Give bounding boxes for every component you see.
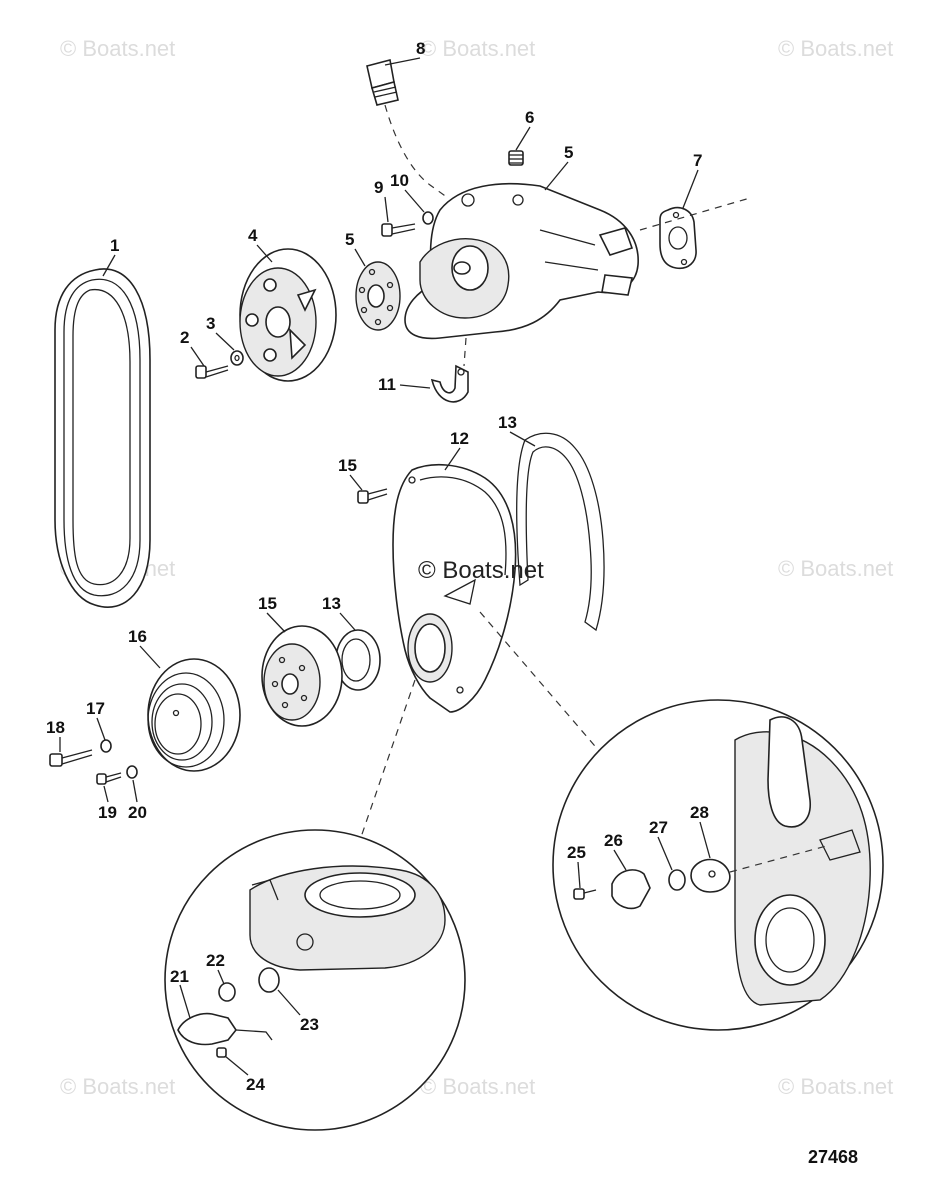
part-screw-26: [573, 888, 597, 900]
part-pulley-17: [147, 658, 241, 772]
watermark-bottom-right: © Boats.net: [778, 1074, 893, 1099]
callout-5-pump: 5: [564, 143, 573, 162]
part-drive-belt: [54, 268, 151, 608]
part-bolt-20: [96, 772, 122, 785]
part-washer-18: [100, 739, 112, 753]
part-cover-gasket-13: [516, 432, 605, 632]
callout-13: 13: [498, 413, 517, 432]
callout-19: 18: [46, 718, 65, 737]
part-water-pump-5: [404, 182, 639, 340]
figure-number: 27468: [808, 1147, 858, 1167]
dashed-leader-detail-right: [479, 611, 601, 753]
detail-circle-sensor-front: [164, 829, 466, 1131]
callout-26: 25: [567, 843, 586, 862]
callout-leaders: [59, 57, 711, 1076]
part-balancer-16: [261, 625, 343, 727]
callout-6: 6: [525, 108, 534, 127]
part-washer-21: [126, 765, 138, 779]
callout-27: 26: [604, 831, 623, 850]
callout-18: 17: [86, 699, 105, 718]
part-o-ring-28: [668, 869, 686, 891]
part-sensor-22: [177, 1012, 273, 1046]
callout-5-hub: 5: [345, 230, 354, 249]
part-bolt-19: [49, 749, 93, 767]
watermark-top-right: © Boats.net: [778, 36, 893, 61]
callout-22: 21: [170, 967, 189, 986]
part-timing-cover-12: [392, 463, 517, 713]
callout-16: 15: [258, 594, 277, 613]
dashed-leader-detail-left: [359, 679, 416, 841]
callout-20: 19: [98, 803, 117, 822]
part-pulley-4: [239, 248, 337, 382]
dashed-leader-gasket-29: [729, 844, 831, 873]
dashed-leader-gasket: [639, 197, 751, 231]
callout-24: 23: [300, 1015, 319, 1034]
callout-17: 16: [128, 627, 147, 646]
callout-25: 24: [246, 1075, 265, 1094]
callout-12: 12: [450, 429, 469, 448]
watermark-top-center: © Boats.net: [420, 36, 535, 61]
callout-9: 9: [374, 178, 383, 197]
part-bolt-2: [195, 365, 229, 379]
callout-14: 13: [322, 594, 341, 613]
part-clamp-11: [430, 364, 469, 403]
part-gasket-29: [690, 858, 731, 893]
callout-4: 4: [248, 226, 258, 245]
callout-23: 22: [206, 951, 225, 970]
part-fitting-8: [366, 59, 399, 106]
watermark-center: © Boats.net: [418, 557, 544, 584]
watermark-mid-right: © Boats.net: [778, 556, 893, 581]
callout-14-bolt: 15: [338, 456, 357, 475]
part-o-ring-23: [218, 982, 236, 1002]
callout-29: 28: [690, 803, 709, 822]
watermark-bottom-left: © Boats.net: [60, 1074, 175, 1099]
dashed-leader-clamp: [463, 337, 467, 367]
part-plug-6: [508, 150, 524, 166]
callouts: 1 2 3 4 5 5 6 7 8 9 10 11 12 13 15 13 15…: [46, 39, 709, 1094]
callout-8: 8: [416, 39, 425, 58]
part-washer-10: [422, 211, 434, 225]
part-screw-25: [216, 1047, 227, 1058]
part-bolt-15: [357, 488, 388, 504]
watermark-top-left: © Boats.net: [60, 36, 175, 61]
callout-7: 7: [693, 151, 702, 170]
watermark-bottom-center: © Boats.net: [420, 1074, 535, 1099]
callout-28: 27: [649, 818, 668, 837]
callout-2: 2: [180, 328, 189, 347]
callout-3: 3: [206, 314, 215, 333]
part-hub-5: [355, 261, 401, 331]
part-sensor-27: [611, 869, 651, 910]
part-gasket-7: [659, 206, 697, 270]
part-bolt-9: [381, 223, 416, 237]
part-washer-3: [230, 350, 244, 366]
dashed-leader-fitting: [384, 104, 449, 199]
callout-1: 1: [110, 236, 119, 255]
callout-10: 10: [390, 171, 409, 190]
part-o-ring-24: [258, 967, 280, 993]
callout-21: 20: [128, 803, 147, 822]
callout-11: 11: [378, 375, 396, 394]
